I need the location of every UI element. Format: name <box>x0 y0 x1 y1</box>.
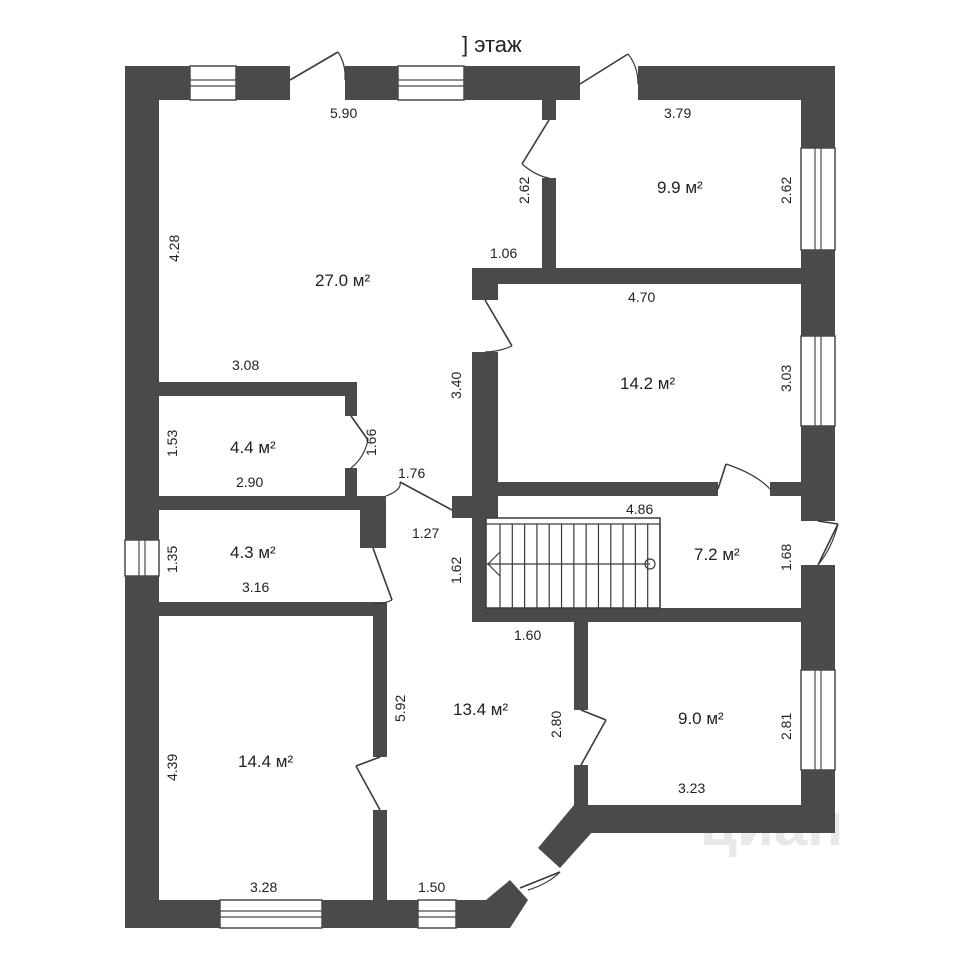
dim-label: 1.76 <box>398 465 425 481</box>
window-top-2 <box>397 65 465 101</box>
dim-label: 4.70 <box>628 289 655 305</box>
dim-label: 1.62 <box>448 557 464 584</box>
window-right-3 <box>800 669 836 771</box>
room-area-9-0: 9.0 м² <box>678 709 724 728</box>
door-top-left <box>289 51 346 81</box>
dimensions: 5.90 3.79 4.28 2.62 2.62 1.06 4.70 3.08 … <box>164 105 794 895</box>
doors <box>289 51 839 891</box>
door-bottom-diagonal <box>519 871 561 891</box>
room-area-14-4: 14.4 м² <box>238 752 293 771</box>
dim-label: 1.66 <box>363 429 379 456</box>
door-room-14-4 <box>355 756 381 811</box>
dim-label: 3.23 <box>678 780 705 796</box>
dim-label: 5.90 <box>330 105 357 121</box>
door-room-14-2-bottom <box>717 463 771 490</box>
dim-label: 1.60 <box>514 627 541 643</box>
window-top-1 <box>189 65 237 101</box>
dim-label: 2.62 <box>778 177 794 204</box>
door-room-7-2 <box>817 520 839 566</box>
dim-label: 3.28 <box>250 879 277 895</box>
dim-label: 1.06 <box>490 245 517 261</box>
dim-label: 3.03 <box>778 365 794 392</box>
dim-label: 3.16 <box>242 579 269 595</box>
door-room-9-0 <box>580 709 607 766</box>
room-area-7-2: 7.2 м² <box>694 545 740 564</box>
windows <box>124 65 836 929</box>
floor-title: ] этаж <box>462 32 522 57</box>
dim-label: 4.28 <box>166 235 182 262</box>
dim-label: 3.79 <box>664 105 691 121</box>
window-right-1 <box>800 147 836 251</box>
window-left-1 <box>124 539 160 577</box>
room-area-9-9: 9.9 м² <box>657 178 703 197</box>
dim-label: 1.27 <box>412 525 439 541</box>
dim-label: 1.35 <box>164 546 180 573</box>
dim-label: 4.86 <box>626 501 653 517</box>
room-area-13-4: 13.4 м² <box>453 700 508 719</box>
door-room-4-4 <box>350 415 369 469</box>
dim-label: 1.53 <box>164 430 180 457</box>
dim-label: 4.39 <box>164 754 180 781</box>
room-area-4-3: 4.3 м² <box>230 543 276 562</box>
room-areas: 27.0 м² 9.9 м² 14.2 м² 4.4 м² 4.3 м² 7.2… <box>230 178 740 771</box>
room-area-27-0: 27.0 м² <box>315 271 370 290</box>
door-hall <box>385 481 453 511</box>
door-top-right <box>579 53 639 85</box>
dim-label: 2.80 <box>548 711 564 738</box>
staircase <box>485 517 661 609</box>
dim-label: 2.90 <box>236 474 263 490</box>
stair-treads <box>499 524 661 608</box>
door-room-4-3 <box>372 547 393 605</box>
room-area-14-2: 14.2 м² <box>620 374 675 393</box>
dim-label: 2.81 <box>778 713 794 740</box>
room-area-4-4: 4.4 м² <box>230 438 276 457</box>
window-bottom-2 <box>417 899 457 929</box>
window-bottom-1 <box>219 899 323 929</box>
door-room-9-9 <box>521 119 550 179</box>
dim-label: 1.50 <box>418 879 445 895</box>
dim-label: 5.92 <box>392 695 408 722</box>
dim-label: 3.40 <box>448 372 464 399</box>
dim-label: 3.08 <box>232 357 259 373</box>
dim-label: 2.62 <box>516 177 532 204</box>
window-right-2 <box>800 335 836 427</box>
interior-walls <box>159 100 801 900</box>
door-room-14-2 <box>484 299 513 353</box>
dim-label: 1.68 <box>778 544 794 571</box>
